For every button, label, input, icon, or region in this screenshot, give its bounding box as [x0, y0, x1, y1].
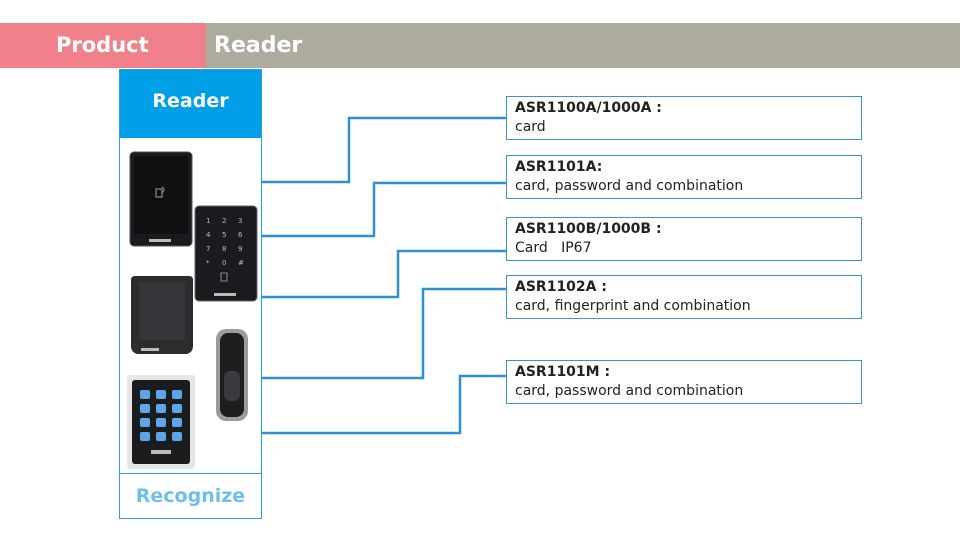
svg-text:6: 6: [238, 231, 243, 239]
section-header: Reader: [206, 23, 960, 68]
svg-text:4: 4: [206, 231, 211, 239]
reader-model: ASR1102A :: [515, 279, 607, 295]
svg-text:0: 0: [222, 259, 226, 267]
panel-title: Reader: [120, 70, 261, 138]
svg-text:5: 5: [222, 231, 226, 239]
reader-desc: card, password and combination: [515, 178, 744, 194]
reader-desc: card, fingerprint and combination: [515, 298, 751, 314]
connector-line-4: [250, 287, 506, 380]
svg-text:9: 9: [238, 245, 242, 253]
reader-info-box: ASR1101A: card, password and combination: [506, 155, 862, 199]
reader-model: ASR1101A:: [515, 159, 603, 175]
panel-footer: Recognize: [135, 485, 246, 507]
svg-text:7: 7: [206, 245, 210, 253]
reader-desc: card, password and combination: [515, 383, 744, 399]
reader-info-box: ASR1100A/1000A : card: [506, 96, 862, 140]
svg-text:2: 2: [222, 217, 226, 225]
panel-divider: [120, 473, 261, 474]
reader-info-box: ASR1101M : card, password and combinatio…: [506, 360, 862, 404]
reader-model: ASR1101M :: [515, 364, 611, 380]
svg-text:8: 8: [222, 245, 226, 253]
reader-desc: card: [515, 119, 546, 135]
svg-text:3: 3: [238, 217, 242, 225]
reader-device-asr1102a-image: [214, 327, 250, 427]
reader-device-asr1100a-image: [129, 151, 193, 251]
svg-text:1: 1: [206, 217, 210, 225]
connector-line-2: [255, 181, 506, 238]
reader-info-box: ASR1102A : card, fingerprint and combina…: [506, 275, 862, 319]
reader-info-box: ASR1100B/1000B : Card IP67: [506, 217, 862, 261]
product-tab: Product: [0, 23, 206, 68]
reader-device-asr1101a-image: 1 2 3 4 5 6 7 8 9 * 0 #: [194, 205, 258, 306]
reader-device-asr1101m-image: [126, 374, 196, 474]
reader-desc: Card IP67: [515, 240, 592, 256]
svg-text:#: #: [238, 259, 244, 267]
reader-device-asr1100b-image: [129, 272, 195, 362]
reader-model: ASR1100B/1000B :: [515, 221, 662, 237]
svg-text:*: *: [206, 259, 210, 267]
product-label: Product: [56, 33, 149, 57]
reader-model: ASR1100A/1000A :: [515, 100, 662, 116]
section-title: Reader: [214, 33, 303, 58]
